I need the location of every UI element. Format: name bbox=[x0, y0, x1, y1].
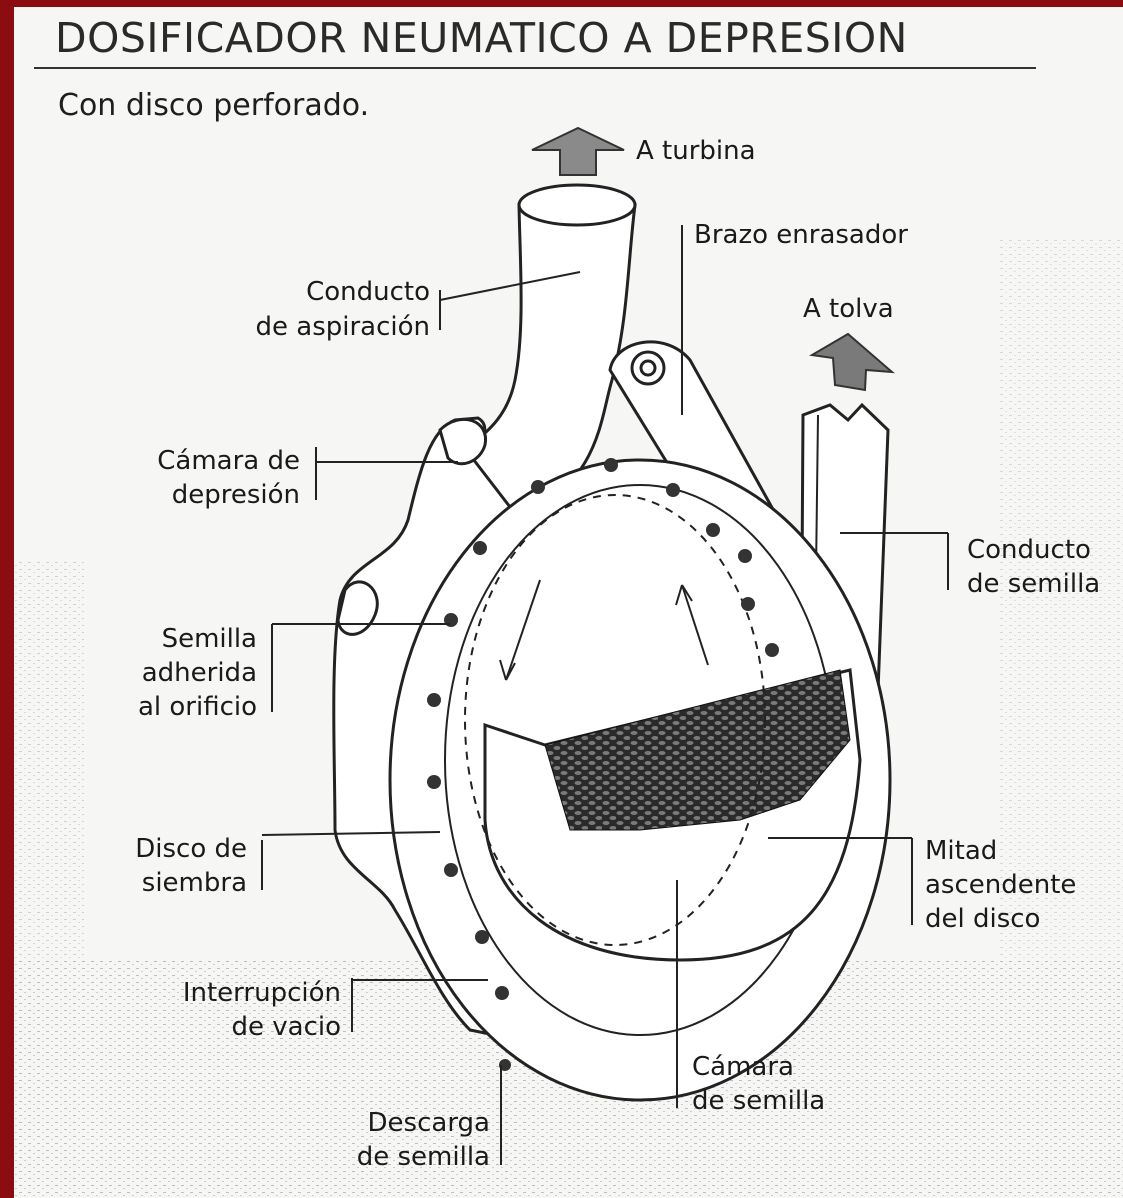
scan-noise-band-left bbox=[14, 560, 84, 960]
label-descarga-semilla-1: Descarga bbox=[368, 1106, 490, 1140]
label-conducto-semilla-1: Conducto bbox=[967, 533, 1091, 567]
label-semilla-adherida-1: Semilla bbox=[162, 622, 257, 656]
label-camara-semilla-1: Cámara bbox=[692, 1050, 794, 1084]
label-mitad-ascendente-3: del disco bbox=[925, 902, 1040, 936]
arrow-to-turbine-icon bbox=[532, 128, 624, 175]
label-interrupcion-vacio-2: de vacio bbox=[231, 1010, 341, 1044]
arrow-to-hopper-icon bbox=[812, 334, 892, 390]
label-mitad-ascendente-2: ascendente bbox=[925, 868, 1076, 902]
label-brazo-enrasador: Brazo enrasador bbox=[694, 218, 908, 252]
label-descarga-semilla-2: de semilla bbox=[357, 1140, 490, 1174]
label-interrupcion-vacio-1: Interrupción bbox=[183, 976, 341, 1010]
label-semilla-adherida-2: adherida bbox=[142, 656, 257, 690]
label-camara-depresion-2: depresión bbox=[172, 478, 300, 512]
label-camara-depresion-1: Cámara de bbox=[157, 444, 300, 478]
label-camara-semilla-2: de semilla bbox=[692, 1084, 825, 1118]
label-a-tolva: A tolva bbox=[803, 292, 894, 326]
label-semilla-adherida-3: al orificio bbox=[138, 690, 257, 724]
seeding-disk bbox=[390, 458, 890, 1100]
label-disco-siembra-1: Disco de bbox=[135, 832, 247, 866]
label-conducto-aspiracion-1: Conducto bbox=[306, 275, 430, 309]
label-conducto-semilla-2: de semilla bbox=[967, 567, 1100, 601]
label-disco-siembra-2: siembra bbox=[142, 866, 247, 900]
label-mitad-ascendente-1: Mitad bbox=[925, 834, 997, 868]
label-conducto-aspiracion-2: de aspiración bbox=[256, 310, 431, 344]
label-a-turbina: A turbina bbox=[636, 134, 756, 168]
